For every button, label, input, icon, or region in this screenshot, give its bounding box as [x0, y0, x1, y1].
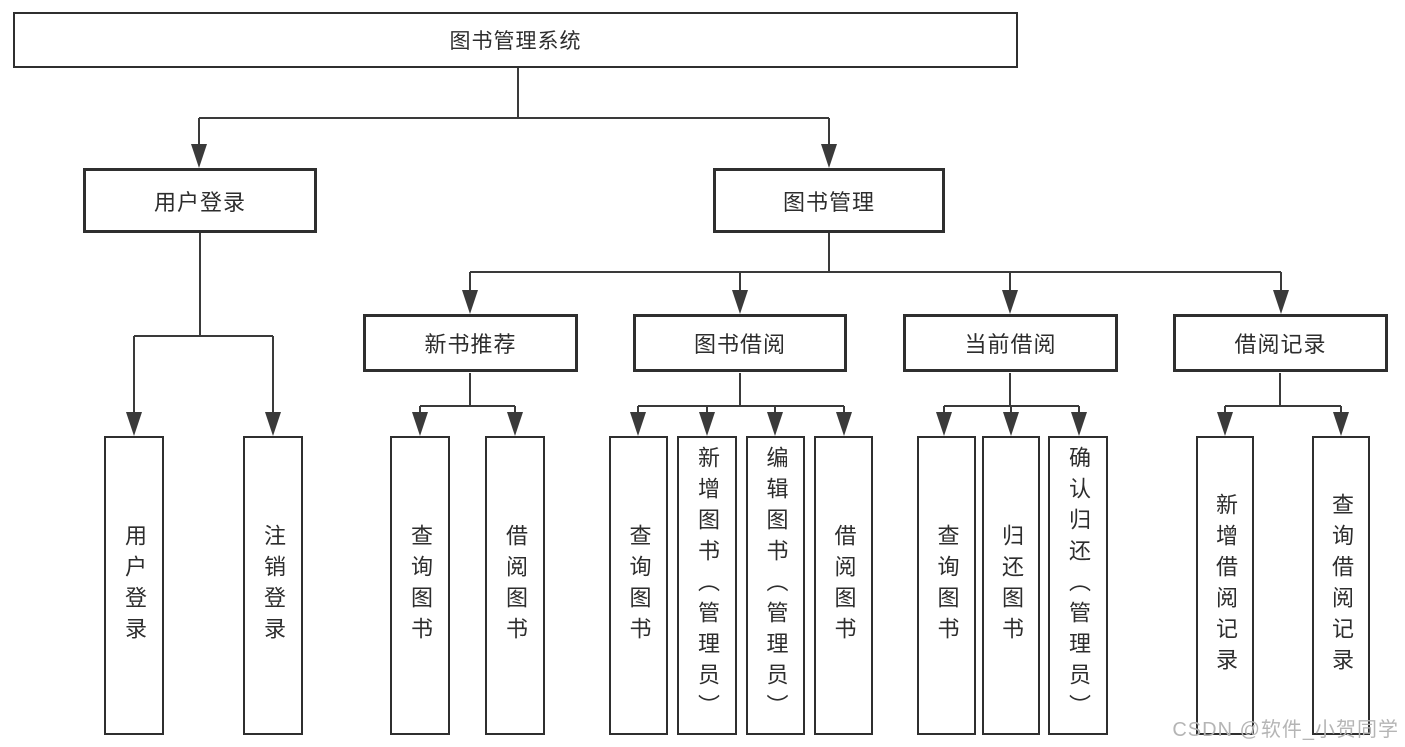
leaf-recommend-borrow-books-label: 借阅图书 — [503, 523, 528, 648]
leaf-recommend-borrow-books: 借阅图书 — [485, 436, 545, 735]
leaf-borrow-books: 借阅图书 — [814, 436, 873, 735]
node-book-borrow-label: 图书借阅 — [693, 332, 786, 357]
leaf-add-borrow-record-label: 新增借阅记录 — [1213, 492, 1238, 679]
leaf-current-query-books: 查询图书 — [917, 436, 976, 735]
node-book-management-label: 图书管理 — [782, 189, 875, 215]
connector-root-to-level2 — [198, 68, 830, 148]
leaf-borrow-books-label: 借阅图书 — [831, 523, 857, 648]
leaf-recommend-query-books-label: 查询图书 — [408, 523, 433, 648]
leaf-add-borrow-record: 新增借阅记录 — [1196, 436, 1254, 735]
leaf-return-books: 归还图书 — [982, 436, 1040, 735]
node-book-management: 图书管理 — [713, 168, 945, 233]
connector-records-to-leaves — [1224, 373, 1342, 418]
leaf-query-borrow-record-label: 查询借阅记录 — [1329, 492, 1354, 679]
leaf-borrow-query-books: 查询图书 — [609, 436, 668, 735]
leaf-add-books-admin: 新增图书（管理员） — [677, 436, 737, 735]
node-book-borrow: 图书借阅 — [633, 314, 847, 372]
node-root-label: 图书管理系统 — [449, 30, 582, 53]
leaf-edit-books-admin: 编辑图书（管理员） — [746, 436, 805, 735]
leaf-current-query-books-label: 查询图书 — [934, 523, 960, 648]
connector-book-mgmt-to-level3 — [469, 233, 1282, 294]
connector-recommend-to-leaves — [419, 373, 516, 418]
leaf-return-books-label: 归还图书 — [999, 523, 1024, 648]
node-new-book-recommend: 新书推荐 — [363, 314, 578, 372]
leaf-user-login: 用户登录 — [104, 436, 164, 735]
leaf-recommend-query-books: 查询图书 — [390, 436, 450, 735]
connector-borrow-to-leaves — [637, 373, 845, 418]
node-current-borrow-label: 当前借阅 — [964, 332, 1057, 357]
node-user-login-label: 用户登录 — [153, 189, 246, 215]
node-user-login: 用户登录 — [83, 168, 317, 233]
leaf-query-borrow-record: 查询借阅记录 — [1312, 436, 1370, 735]
leaf-edit-books-admin-label: 编辑图书（管理员） — [763, 446, 789, 725]
node-current-borrow: 当前借阅 — [903, 314, 1118, 372]
leaf-confirm-return-admin-label: 确认归还（管理员） — [1066, 446, 1091, 725]
leaf-logout: 注销登录 — [243, 436, 303, 735]
leaf-borrow-query-books-label: 查询图书 — [626, 523, 652, 648]
connector-user-login-to-leaves — [133, 233, 274, 416]
arrowheads — [126, 144, 1349, 436]
node-borrow-records: 借阅记录 — [1173, 314, 1388, 372]
leaf-add-books-admin-label: 新增图书（管理员） — [695, 446, 720, 725]
node-borrow-records-label: 借阅记录 — [1234, 332, 1327, 357]
node-root: 图书管理系统 — [13, 12, 1018, 68]
node-new-book-recommend-label: 新书推荐 — [424, 332, 517, 357]
leaf-logout-label: 注销登录 — [261, 523, 286, 648]
connector-current-to-leaves — [943, 373, 1080, 418]
leaf-confirm-return-admin: 确认归还（管理员） — [1048, 436, 1108, 735]
csdn-watermark: CSDN @软件_小贺同学 — [1172, 719, 1399, 741]
leaf-user-login-label: 用户登录 — [122, 523, 147, 648]
